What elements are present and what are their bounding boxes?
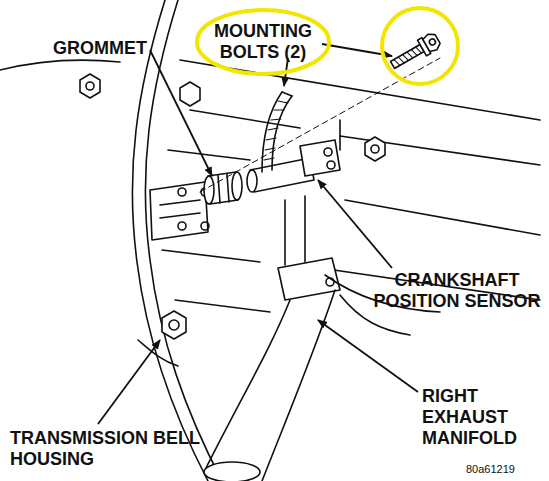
part-label: MOUNTING BOLTS (2) (205, 21, 321, 63)
bolt-head (80, 74, 100, 98)
part-label: TRANSMISSION BELL HOUSING (10, 428, 205, 470)
part-label: RIGHT EXHAUST MANIFOLD (422, 386, 542, 449)
highlight-circles (197, 8, 458, 84)
part-label: CRANKSHAFT POSITION SENSOR (372, 270, 542, 312)
mounting-bolt (388, 31, 442, 73)
figure-number: 80a61219 (466, 462, 544, 476)
bell-housing-flange (145, 0, 222, 481)
bell-housing-edge (132, 0, 208, 481)
bolt-axis (200, 58, 440, 192)
highlight-circle (382, 8, 458, 84)
sensor-wire (262, 92, 292, 172)
bell-housing-rib (0, 60, 120, 70)
leader-lines (98, 44, 418, 424)
highlight-circle (197, 10, 329, 74)
sensor-flange (300, 140, 340, 176)
part-label: GROMMET (45, 38, 155, 59)
manifold-tube (285, 196, 305, 265)
bracket (150, 182, 208, 240)
bolt-head (162, 311, 186, 339)
